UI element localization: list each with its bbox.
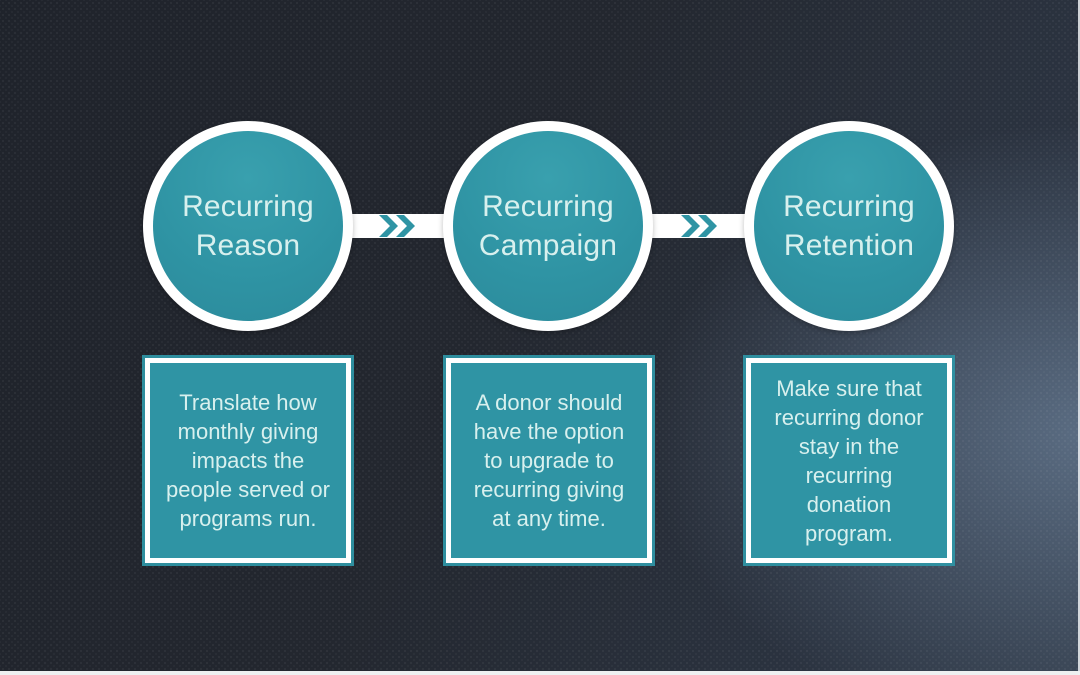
description-box-recurring-campaign: A donor should have the option to upgrad… <box>446 358 652 563</box>
slide-edge-bottom <box>0 671 1080 675</box>
circle-recurring-reason: Recurring Reason <box>143 121 353 331</box>
circle-label: Recurring Campaign <box>478 190 618 262</box>
circle-fill: Recurring Campaign <box>453 131 643 321</box>
description-box-recurring-reason: Translate how monthly giving impacts the… <box>145 358 351 563</box>
description-box-recurring-retention: Make sure that recurring donor stay in t… <box>746 358 952 563</box>
circle-recurring-campaign: Recurring Campaign <box>443 121 653 331</box>
description-text: Translate how monthly giving impacts the… <box>166 390 330 531</box>
double-chevron-right-icon <box>681 215 717 237</box>
circle-recurring-retention: Recurring Retention <box>744 121 954 331</box>
description-text: A donor should have the option to upgrad… <box>473 390 625 531</box>
slide-edge-right <box>1078 0 1080 675</box>
double-chevron-right-icon <box>379 215 415 237</box>
circle-fill: Recurring Retention <box>754 131 944 321</box>
description-text: Make sure that recurring donor stay in t… <box>774 375 924 546</box>
circle-label: Recurring Reason <box>182 190 314 262</box>
circle-label: Recurring Retention <box>783 190 915 262</box>
circle-fill: Recurring Reason <box>153 131 343 321</box>
